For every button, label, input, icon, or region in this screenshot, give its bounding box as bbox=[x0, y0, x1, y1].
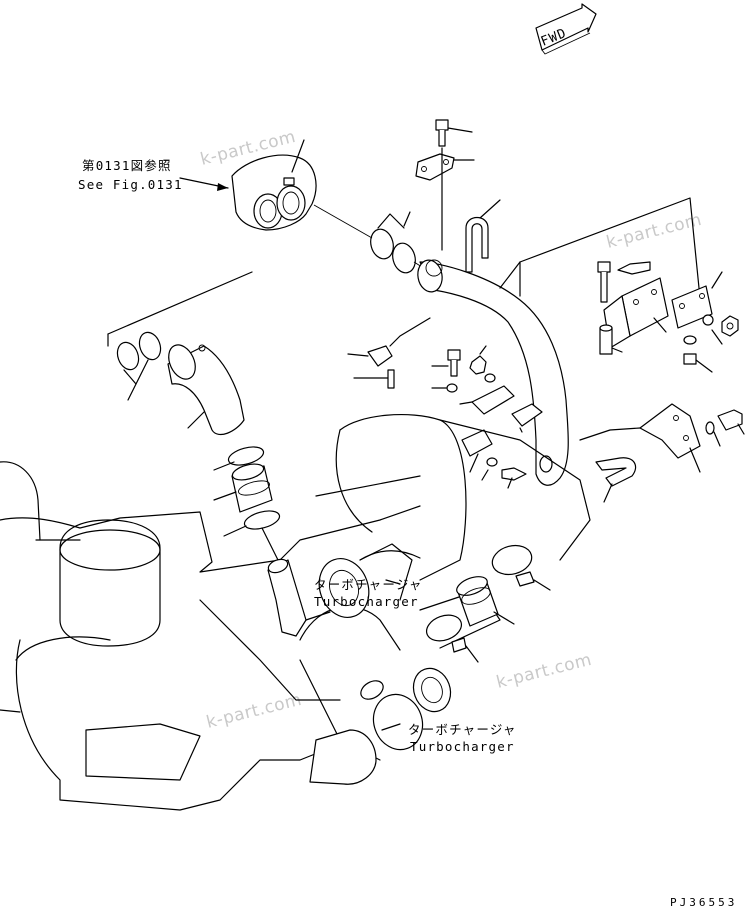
intake-elbow-top bbox=[231, 139, 317, 231]
spacer-collar bbox=[599, 324, 623, 355]
o-ring-pair-left bbox=[116, 331, 162, 401]
watermark: k-part.com bbox=[204, 690, 304, 733]
bracket-right-lower bbox=[639, 403, 745, 473]
watermark: k-part.com bbox=[494, 650, 594, 693]
turbocharger-upper-label-jp: ターボチャージャ bbox=[314, 577, 423, 592]
turbocharger-upper-label-en: Turbocharger bbox=[314, 594, 419, 609]
hose-clamp-right-lower bbox=[425, 614, 479, 663]
hose-right-lower bbox=[595, 457, 637, 503]
nut-middle bbox=[469, 345, 496, 383]
turbocharger-lower-label-en: Turbocharger bbox=[410, 739, 515, 754]
u-bolt-top bbox=[465, 199, 501, 273]
clamp-bracket-middle bbox=[459, 385, 543, 473]
rubber-sleeve bbox=[213, 463, 273, 513]
watermark: k-part.com bbox=[604, 210, 704, 253]
flange-plate-top bbox=[415, 153, 475, 181]
forward-arrow-icon: FWD bbox=[535, 3, 597, 55]
o-ring-pair-top bbox=[370, 211, 416, 274]
turbocharger-upper bbox=[267, 543, 413, 637]
connector-hose-right bbox=[456, 576, 515, 627]
flange-small-left bbox=[347, 317, 431, 389]
reference-label-jp: 第0131図参照 bbox=[82, 158, 172, 173]
drawing-code: PJ36553 bbox=[670, 896, 737, 909]
hose-clamp-right-upper bbox=[491, 544, 551, 591]
hose-clamp-lower bbox=[223, 510, 281, 561]
hex-bolt-right bbox=[617, 261, 651, 275]
air-intake-pipe bbox=[417, 259, 569, 486]
reference-leader-arrow-icon bbox=[179, 177, 229, 191]
bolt-top bbox=[435, 119, 473, 147]
bracket-plate-right bbox=[671, 285, 713, 329]
reference-label-en: See Fig.0131 bbox=[78, 177, 183, 192]
turbocharger-lower bbox=[309, 667, 452, 785]
washer-bolt-middle bbox=[481, 457, 527, 489]
bolt-middle bbox=[431, 349, 461, 393]
turbocharger-lower-label-jp: ターボチャージャ bbox=[408, 722, 517, 737]
washer-nut-right bbox=[683, 271, 739, 373]
mounting-bracket-right bbox=[603, 277, 669, 349]
hose-clamp-upper bbox=[213, 446, 265, 471]
intake-elbow-left bbox=[167, 344, 245, 435]
bolt-right-top bbox=[597, 261, 611, 303]
